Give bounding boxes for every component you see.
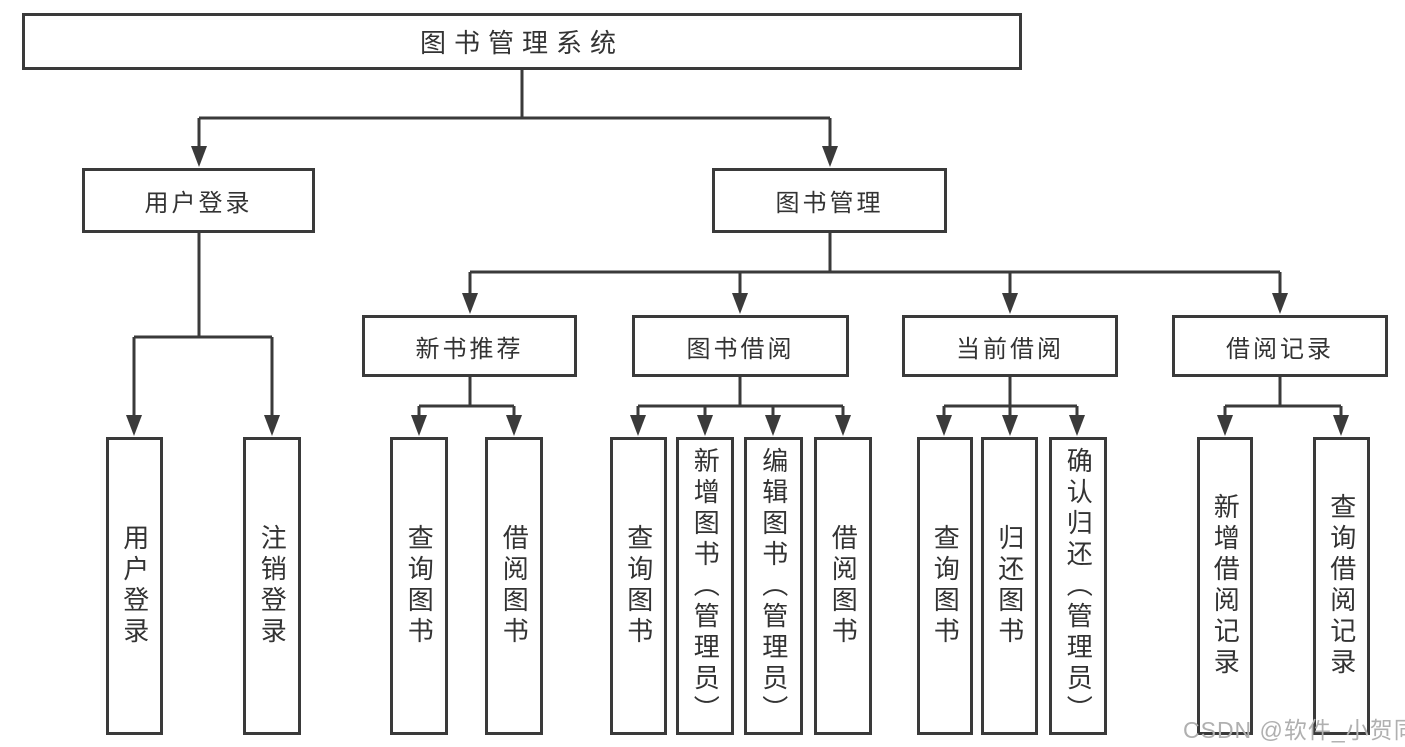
node-borrowing-records: 借阅记录 bbox=[1172, 315, 1388, 377]
leaf-label: 确认归还（管理员） bbox=[1063, 446, 1094, 726]
leaf-add-book-admin: 新增图书（管理员） bbox=[676, 437, 734, 735]
leaf-confirm-return-admin: 确认归还（管理员） bbox=[1049, 437, 1107, 735]
leaf-label: 查询借阅记录 bbox=[1326, 493, 1357, 679]
node-user-login: 用户登录 bbox=[82, 168, 315, 233]
node-new-book-recommend: 新书推荐 bbox=[362, 315, 577, 377]
leaf-label: 借阅图书 bbox=[828, 524, 859, 648]
leaf-label: 查询图书 bbox=[623, 524, 654, 648]
leaf-query-borrow-record: 查询借阅记录 bbox=[1313, 437, 1370, 735]
leaf-add-borrow-record: 新增借阅记录 bbox=[1197, 437, 1253, 735]
node-book-borrowing: 图书借阅 bbox=[632, 315, 849, 377]
leaf-user-login: 用户登录 bbox=[106, 437, 163, 735]
leaf-return-books: 归还图书 bbox=[981, 437, 1038, 735]
node-current-borrowing: 当前借阅 bbox=[902, 315, 1118, 377]
leaf-edit-book-admin: 编辑图书（管理员） bbox=[744, 437, 803, 735]
leaf-logout: 注销登录 bbox=[243, 437, 301, 735]
leaf-label: 注销登录 bbox=[257, 524, 288, 648]
leaf-query-books-current: 查询图书 bbox=[917, 437, 973, 735]
node-root: 图书管理系统 bbox=[22, 13, 1022, 70]
leaf-label: 借阅图书 bbox=[499, 524, 530, 648]
leaf-label: 归还图书 bbox=[994, 524, 1025, 648]
csdn-watermark: CSDN @软件_小贺同学 bbox=[1183, 717, 1405, 743]
leaf-query-books-borrowing: 查询图书 bbox=[610, 437, 667, 735]
leaf-label: 查询图书 bbox=[404, 524, 435, 648]
leaf-label: 查询图书 bbox=[930, 524, 961, 648]
node-book-management: 图书管理 bbox=[712, 168, 947, 233]
leaf-borrow-books-borrowing: 借阅图书 bbox=[814, 437, 872, 735]
leaf-label: 新增借阅记录 bbox=[1210, 493, 1241, 679]
leaf-query-books-recommend: 查询图书 bbox=[390, 437, 448, 735]
leaf-label: 用户登录 bbox=[119, 524, 150, 648]
leaf-label: 编辑图书（管理员） bbox=[758, 446, 789, 726]
leaf-borrow-books-recommend: 借阅图书 bbox=[485, 437, 543, 735]
arrowheads bbox=[126, 146, 1349, 436]
leaf-label: 新增图书（管理员） bbox=[690, 446, 721, 726]
